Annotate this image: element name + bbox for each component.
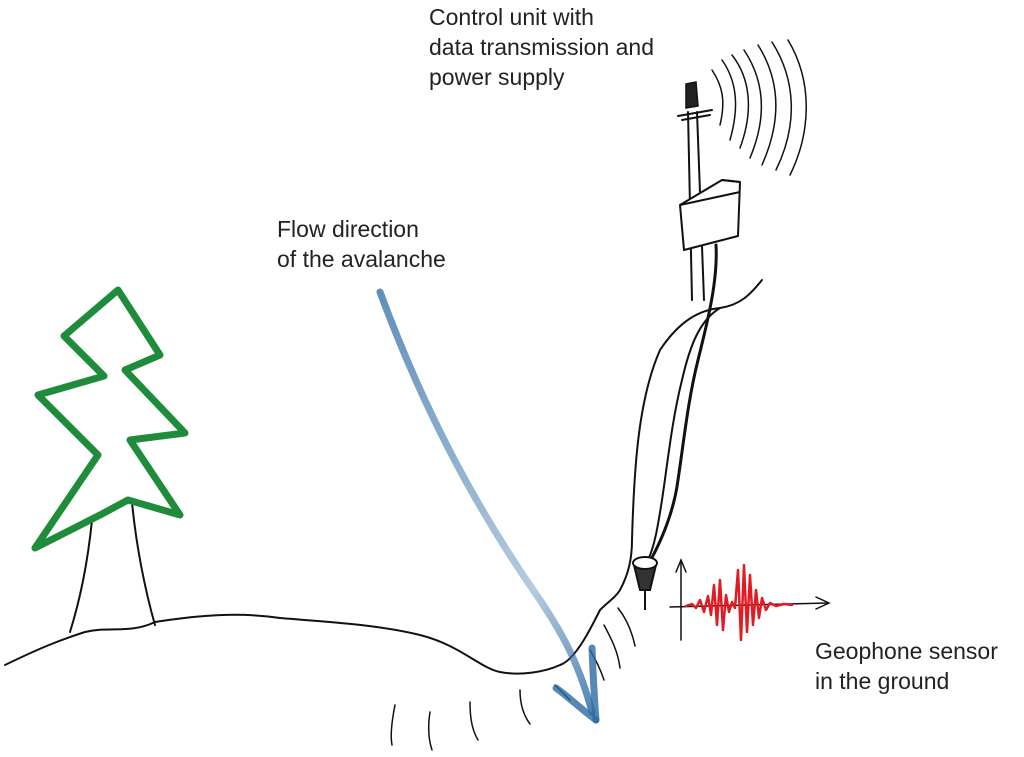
control-unit-label: Control unit with data transmission and … xyxy=(429,2,654,92)
control-unit-label-line-3: power supply xyxy=(429,64,565,90)
seismic-signal-trace xyxy=(684,563,794,642)
flow-arrow-icon xyxy=(376,288,600,724)
radio-waves-icon xyxy=(711,39,807,176)
geophone-label-line-1: Geophone sensor xyxy=(815,638,998,664)
tree-icon xyxy=(31,286,189,552)
slope-edge-line xyxy=(647,307,721,561)
sensor-cable xyxy=(646,243,718,567)
tree-trunk xyxy=(69,501,156,633)
ground-line xyxy=(4,279,763,675)
ground-hatching xyxy=(390,607,636,751)
control-unit-label-line-2: data transmission and xyxy=(429,34,655,60)
geophone-sensor-icon xyxy=(632,556,658,610)
geophone-label: Geophone sensor in the ground xyxy=(815,636,998,696)
control-unit-box xyxy=(679,179,741,251)
flow-direction-label-line-2: of the avalanche xyxy=(277,246,446,272)
antenna-icon xyxy=(685,81,699,109)
control-unit-label-line-1: Control unit with xyxy=(429,4,594,30)
flow-direction-label-line-1: Flow direction xyxy=(277,216,419,242)
geophone-label-line-2: in the ground xyxy=(815,668,950,694)
flow-direction-label: Flow direction of the avalanche xyxy=(277,214,446,274)
